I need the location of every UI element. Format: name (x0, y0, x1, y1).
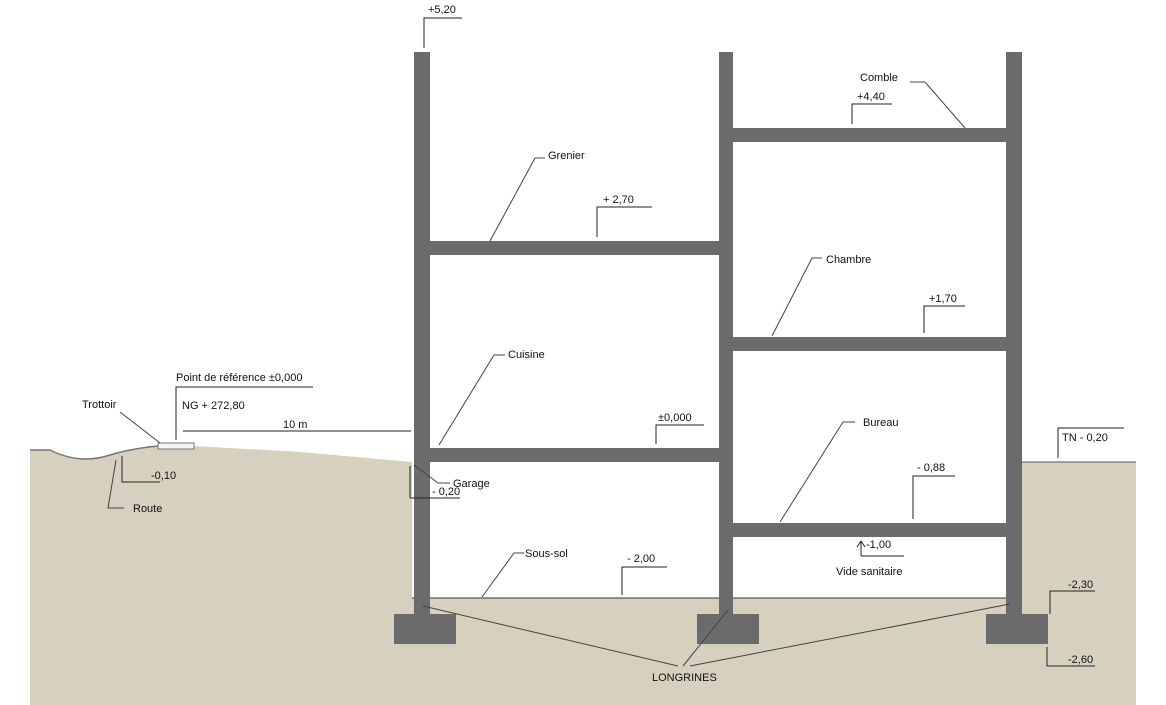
level-bureau-label: - 0,88 (917, 462, 945, 474)
ground-right (1022, 462, 1136, 705)
room-vide-label: Vide sanitaire (836, 566, 902, 578)
leader-longrines (422, 603, 1011, 667)
longrines-label: LONGRINES (652, 672, 717, 684)
level-foot-top-label: -2,30 (1068, 579, 1093, 591)
slab-bureau (719, 523, 1022, 537)
leader-trottoir (119, 411, 161, 444)
room-cuisine-label: Cuisine (508, 349, 545, 361)
leader-garage (413, 464, 450, 484)
level-top-label: +5,20 (428, 4, 456, 16)
trottoir-label: Trottoir (82, 399, 117, 411)
level-garage-label: - 0,20 (432, 486, 460, 498)
level-soussol-marker: - 2,00 (621, 553, 667, 595)
level-top-marker: +5,20 (423, 4, 462, 48)
leader-cuisine (438, 354, 505, 446)
left-wall (414, 52, 430, 598)
reference-point-marker: Point de référence±0,000 NG + 272,80 (175, 372, 313, 440)
leader-bureau (779, 421, 855, 523)
ground-left (30, 445, 412, 705)
level-garage-marker: - 0,20 (409, 466, 460, 499)
level-chambre-label: +1,70 (929, 293, 957, 305)
level-comble-marker: +4,40 (851, 91, 892, 124)
slab-grenier (414, 241, 733, 255)
route-label: Route (133, 503, 162, 515)
room-garage-label: Garage (453, 478, 490, 490)
leader-comble (910, 81, 966, 129)
level-route-marker: -0,10 (121, 456, 176, 483)
footing-left-stem (414, 598, 430, 614)
level-vide-label: -1,00 (866, 539, 891, 551)
room-grenier-label: Grenier (548, 150, 585, 162)
level-tn-label: TN - 0,20 (1062, 432, 1108, 444)
level-tn-marker: TN - 0,20 (1057, 427, 1124, 458)
distance-dimension: 10 m (183, 419, 411, 432)
level-bureau-marker: - 0,88 (912, 462, 955, 519)
level-cuisine-marker: ±0,000 (655, 412, 704, 444)
level-foot-bottom-marker: -2,60 (1046, 647, 1095, 667)
room-chambre-label: Chambre (826, 254, 871, 266)
reference-point-label: Point de référence±0,000 (176, 372, 302, 384)
distance-label: 10 m (283, 419, 307, 431)
level-cuisine-label: ±0,000 (658, 412, 692, 424)
room-soussol-label: Sous-sol (525, 548, 568, 560)
slab-chambre (719, 337, 1022, 351)
road-surface (30, 444, 176, 460)
level-foot-bottom-label: -2,60 (1068, 654, 1093, 666)
leader-route (107, 459, 124, 509)
level-comble-label: +4,40 (857, 91, 885, 103)
footing-middle (697, 614, 759, 644)
ng-label: NG + 272,80 (182, 400, 245, 412)
room-bureau-label: Bureau (863, 417, 898, 429)
leader-soussol (481, 552, 524, 598)
level-soussol-label: - 2,00 (627, 553, 655, 565)
slab-cuisine (414, 448, 733, 462)
level-route-label: -0,10 (151, 470, 176, 482)
leader-grenier (489, 157, 545, 242)
leader-chambre (771, 257, 822, 337)
room-comble-label: Comble (860, 72, 898, 84)
level-foot-top-marker: -2,30 (1049, 579, 1095, 614)
slab-comble (719, 128, 1022, 142)
level-vide-marker: -1,00 (856, 539, 904, 557)
footing-middle-stem (719, 598, 733, 614)
right-wall (1006, 52, 1022, 598)
footing-right-stem (1006, 598, 1022, 614)
sidewalk-curb (157, 442, 195, 450)
footing-right (986, 614, 1048, 644)
level-chambre-marker: +1,70 (923, 293, 965, 333)
level-grenier-label: + 2,70 (603, 194, 634, 206)
level-grenier-marker: + 2,70 (596, 194, 652, 237)
footing-left (394, 614, 456, 644)
